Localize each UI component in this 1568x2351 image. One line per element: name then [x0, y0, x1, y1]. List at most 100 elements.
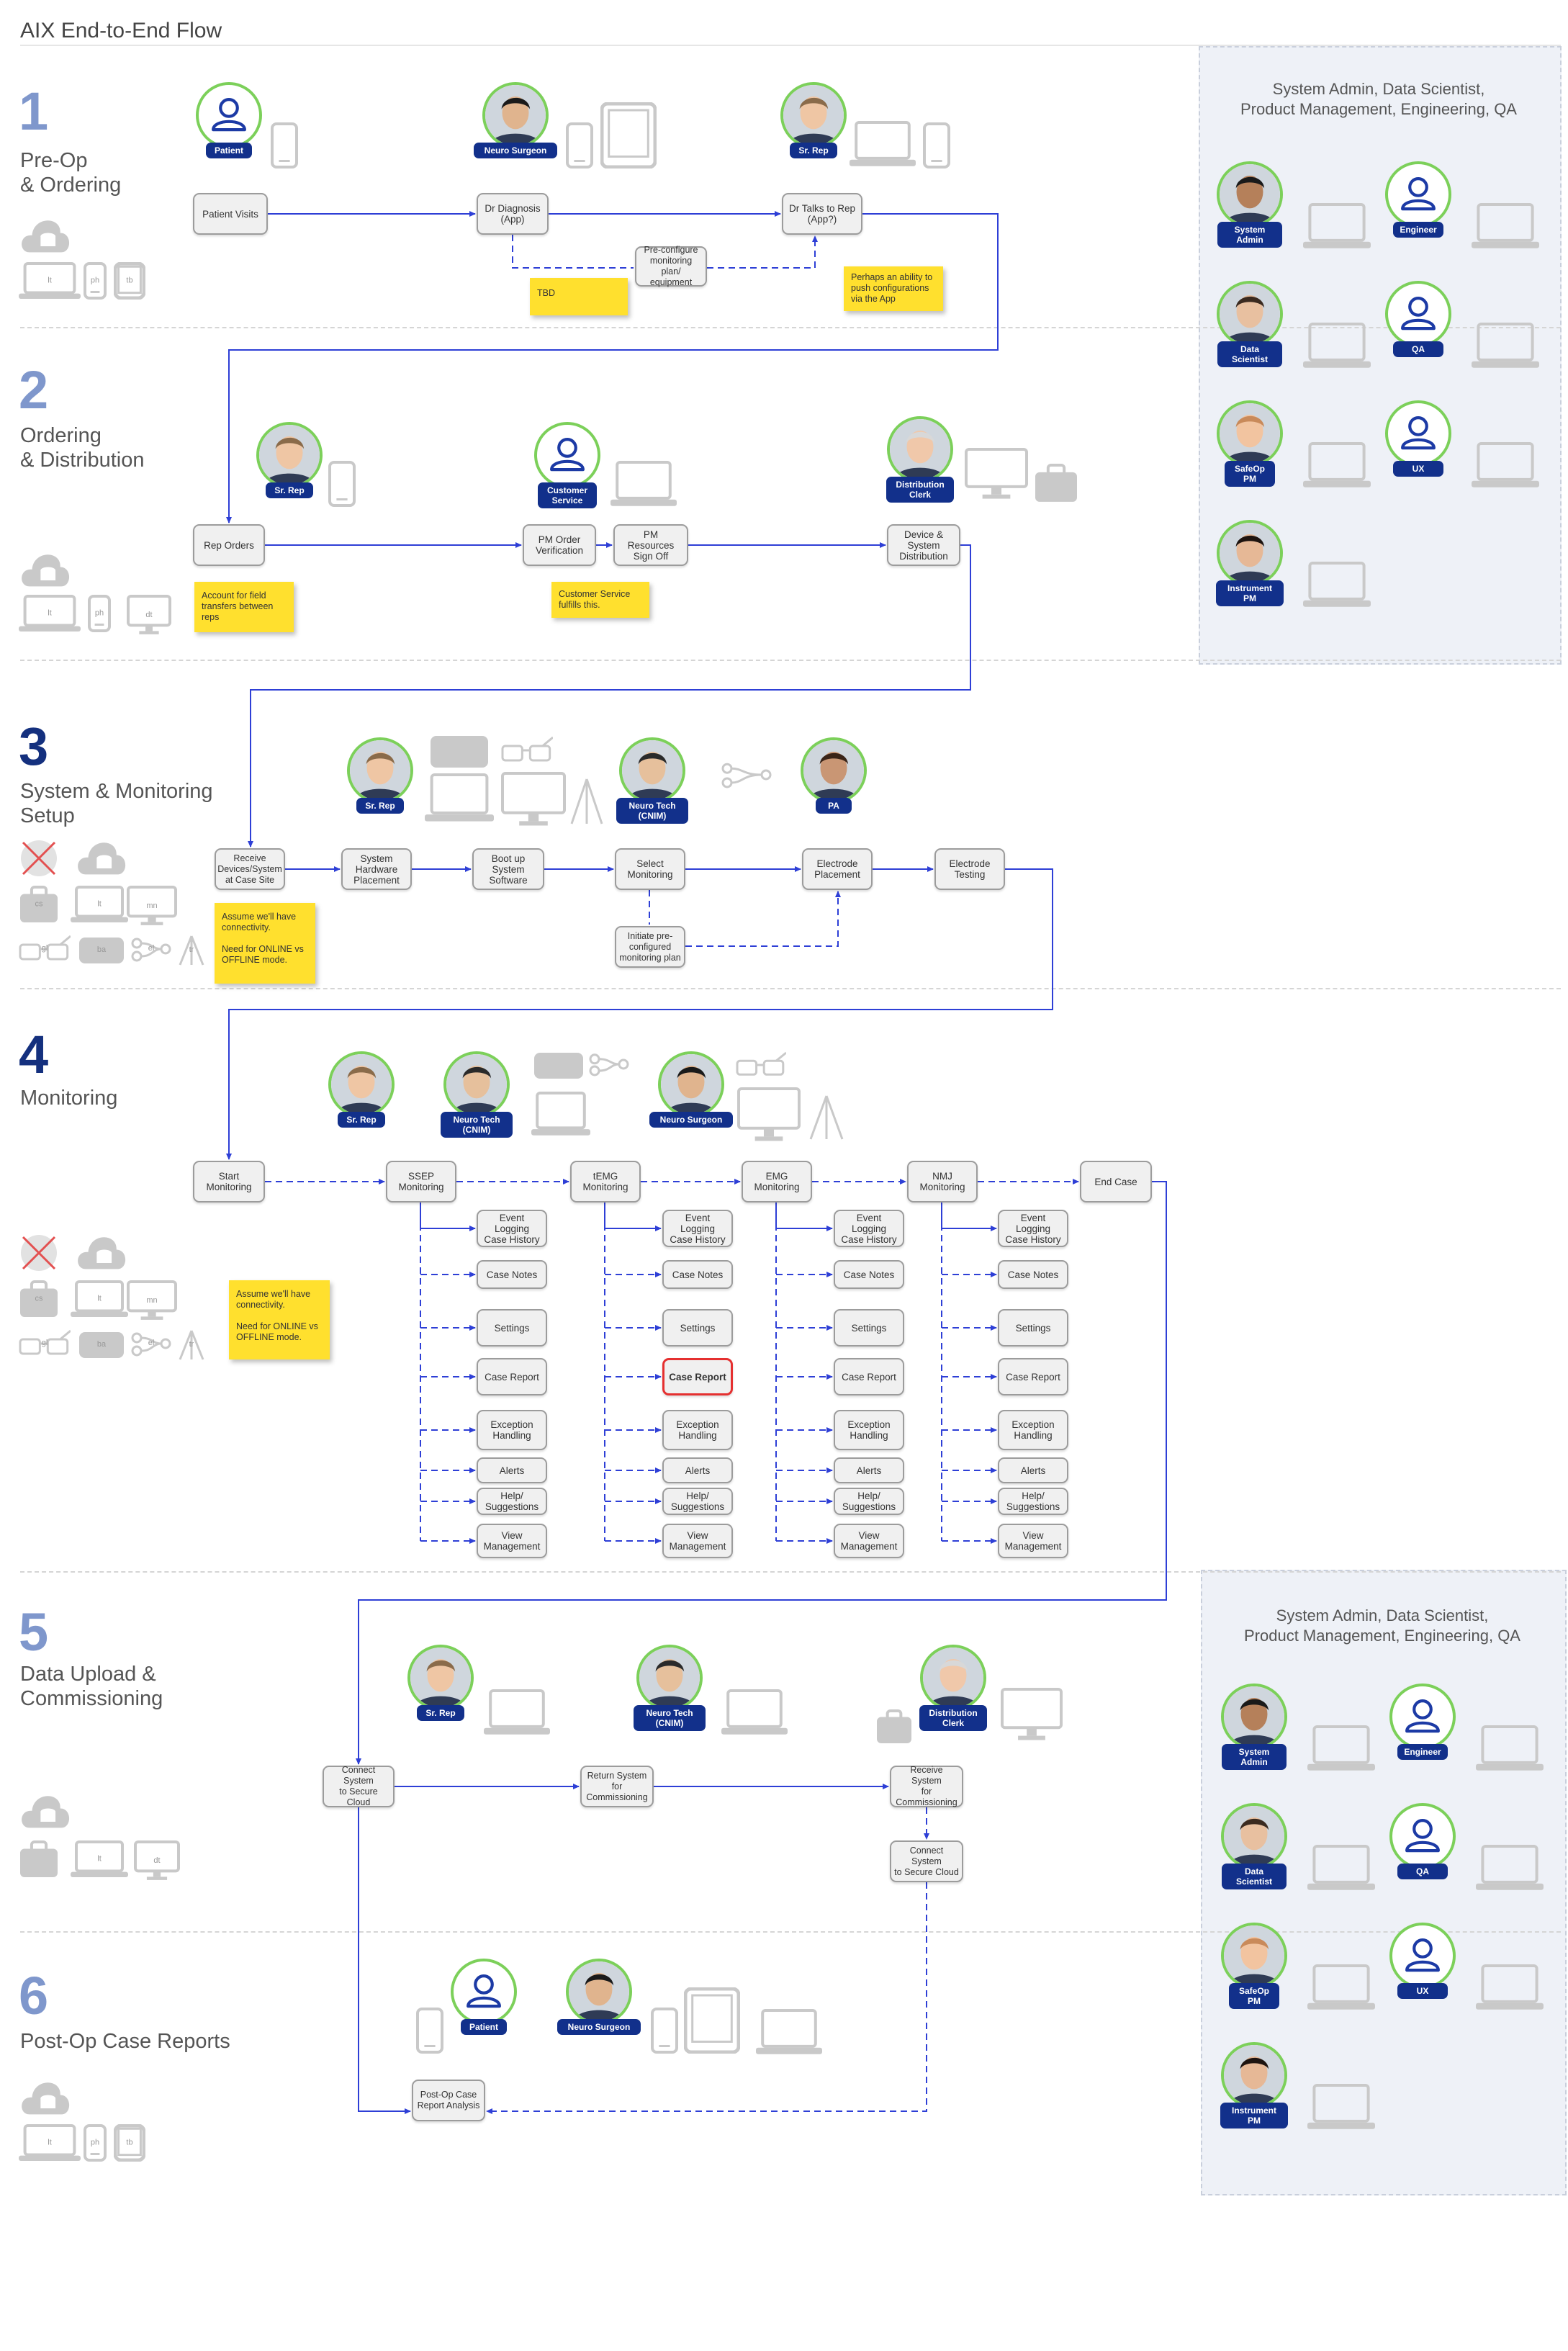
box-sub-1-6[interactable]: Help/Suggestions	[662, 1488, 733, 1515]
laptop-icon	[1303, 203, 1371, 249]
box-sub-2-2[interactable]: Settings	[834, 1309, 904, 1347]
connector	[356, 1181, 1167, 1765]
neuro-tech-s4-avatar	[443, 1051, 510, 1118]
laptop-icon	[425, 773, 494, 822]
neuro-surgeon-s6-avatar	[566, 1959, 632, 2025]
box-sub-1-1[interactable]: Case Notes	[662, 1260, 733, 1289]
safeop-pm-top-badge: SafeOp PM	[1225, 461, 1275, 487]
box-patient-visits[interactable]: Patient Visits	[193, 193, 268, 235]
box-icon-label: ba	[97, 945, 107, 954]
box-sub-1-2[interactable]: Settings	[662, 1309, 733, 1347]
laptop-icon-label: lt	[48, 277, 52, 285]
phone-icon	[923, 122, 950, 168]
connector	[358, 1807, 411, 2114]
box-rep-orders[interactable]: Rep Orders	[193, 524, 265, 566]
instrument-pm-top-badge: Instrument PM	[1216, 580, 1284, 606]
distribution-clerk-s5-avatar	[920, 1645, 986, 1711]
laptop-icon-label: lt	[97, 1295, 102, 1303]
box-sub-2-3[interactable]: Case Report	[834, 1358, 904, 1395]
box-sub-1-5[interactable]: Alerts	[662, 1457, 733, 1483]
sr-rep-s1-avatar	[780, 82, 847, 148]
pa-badge: PA	[816, 798, 852, 814]
section-divider-2	[20, 660, 1561, 661]
connector	[486, 1882, 927, 2114]
box-dr-talks-to-rep[interactable]: Dr Talks to Rep(App?)	[782, 193, 862, 235]
box-sub-1-3[interactable]: Case Report	[662, 1358, 733, 1395]
box-sub-3-6[interactable]: Help/Suggestions	[998, 1488, 1068, 1515]
box-sub-3-1[interactable]: Case Notes	[998, 1260, 1068, 1289]
box-sub-0-5[interactable]: Alerts	[477, 1457, 547, 1483]
box-sub-0-3[interactable]: Case Report	[477, 1358, 547, 1395]
laptop-icon-label: lt	[97, 1855, 102, 1864]
box-icon: ba	[78, 936, 125, 965]
connector	[775, 1203, 833, 1231]
box-sub-3-2[interactable]: Settings	[998, 1309, 1068, 1347]
sr-rep-s4-badge: Sr. Rep	[338, 1112, 385, 1128]
box-sub-0-1[interactable]: Case Notes	[477, 1260, 547, 1289]
sr-rep-s2-avatar	[256, 422, 323, 488]
box-sub-0-6[interactable]: Help/Suggestions	[477, 1488, 547, 1515]
phone-icon	[271, 122, 298, 168]
customer-service-avatar	[534, 422, 600, 488]
tablet-icon	[600, 102, 657, 168]
laptop-icon	[1307, 1964, 1375, 2010]
case-icon	[1034, 464, 1078, 503]
system-admin-bottom-badge: System Admin	[1222, 1744, 1287, 1770]
connector	[941, 1203, 997, 1231]
cloud-icon	[19, 216, 72, 256]
ux-bottom-avatar	[1389, 1923, 1456, 1989]
laptop-icon	[1472, 442, 1539, 488]
box-sub-2-5[interactable]: Alerts	[834, 1457, 904, 1483]
box-sub-2-6[interactable]: Help/Suggestions	[834, 1488, 904, 1515]
section-number-4: 4	[19, 1025, 49, 1084]
box-end-case[interactable]: End Case	[1080, 1161, 1152, 1203]
box-sub-3-5[interactable]: Alerts	[998, 1457, 1068, 1483]
box-sub-3-3[interactable]: Case Report	[998, 1358, 1068, 1395]
neuro-tech-s3-avatar	[619, 737, 685, 804]
laptop-icon	[1476, 1845, 1544, 1891]
box-sub-2-1[interactable]: Case Notes	[834, 1260, 904, 1289]
box-sub-0-2[interactable]: Settings	[477, 1309, 547, 1347]
electrode-icon: el	[131, 1329, 171, 1358]
box-icon	[533, 1051, 585, 1080]
neuro-surgeon-s4-badge: Neuro Surgeon	[649, 1112, 733, 1128]
connector	[512, 235, 634, 269]
box-dr-diagnosis[interactable]: Dr Diagnosis(App)	[477, 193, 549, 235]
section-number-3: 3	[19, 716, 49, 776]
case-icon	[875, 1709, 913, 1744]
